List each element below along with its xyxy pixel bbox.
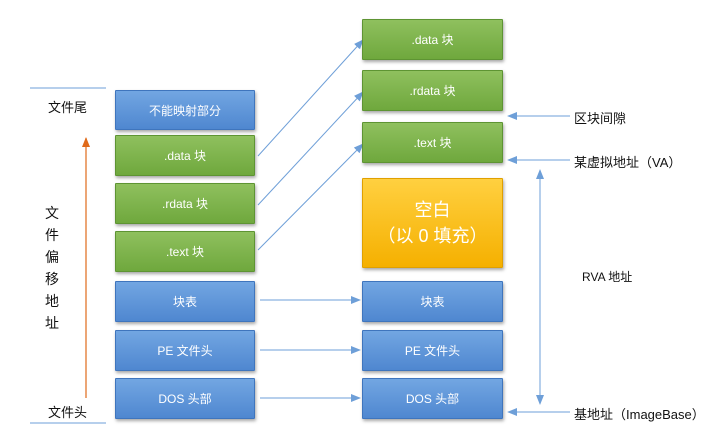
map-arrow-rdata bbox=[257, 91, 364, 206]
file-head-label: 文件头 bbox=[48, 405, 88, 420]
file-tail-label: 文件尾 bbox=[48, 100, 88, 115]
mem-section-table: 块表 bbox=[362, 281, 503, 322]
mem-dos-header: DOS 头部 bbox=[362, 378, 503, 419]
mem-pe-header: PE 文件头 bbox=[362, 330, 503, 371]
mem-rdata-section: .rdata 块 bbox=[362, 70, 503, 111]
file-offset-char: 件 bbox=[45, 227, 59, 243]
map-arrow-text bbox=[257, 143, 364, 251]
file-offset-char: 地 bbox=[45, 293, 59, 309]
mem-text-section: .text 块 bbox=[362, 122, 503, 163]
file-data-section: .data 块 bbox=[115, 135, 255, 176]
file-unmapped-part: 不能映射部分 bbox=[115, 90, 255, 130]
file-pe-header: PE 文件头 bbox=[115, 330, 255, 371]
section-gap-label: 区块间隙 bbox=[574, 111, 627, 126]
file-offset-char: 址 bbox=[45, 315, 59, 331]
map-arrow-data bbox=[257, 39, 364, 157]
file-rdata-section: .rdata 块 bbox=[115, 183, 255, 224]
file-offset-char: 偏 bbox=[45, 249, 59, 265]
some-va-label: 某虚拟地址（VA） bbox=[574, 155, 682, 170]
file-dos-header: DOS 头部 bbox=[115, 378, 255, 419]
file-offset-char: 文 bbox=[45, 205, 59, 221]
mem-blank-subtitle: （以 0 填充） bbox=[377, 226, 488, 246]
mem-blank-title: 空白 bbox=[414, 200, 451, 220]
file-section-table: 块表 bbox=[115, 281, 255, 322]
rva-label: RVA 地址 bbox=[582, 270, 633, 284]
file-offset-char: 移 bbox=[45, 271, 59, 287]
file-text-section: .text 块 bbox=[115, 231, 255, 272]
mem-data-section: .data 块 bbox=[362, 19, 503, 60]
mem-blank-area: 空白 （以 0 填充） bbox=[362, 178, 503, 268]
file-offset-label: 文 件 偏 移 地 址 bbox=[44, 202, 60, 334]
image-base-label: 基地址（ImageBase） bbox=[574, 407, 705, 422]
